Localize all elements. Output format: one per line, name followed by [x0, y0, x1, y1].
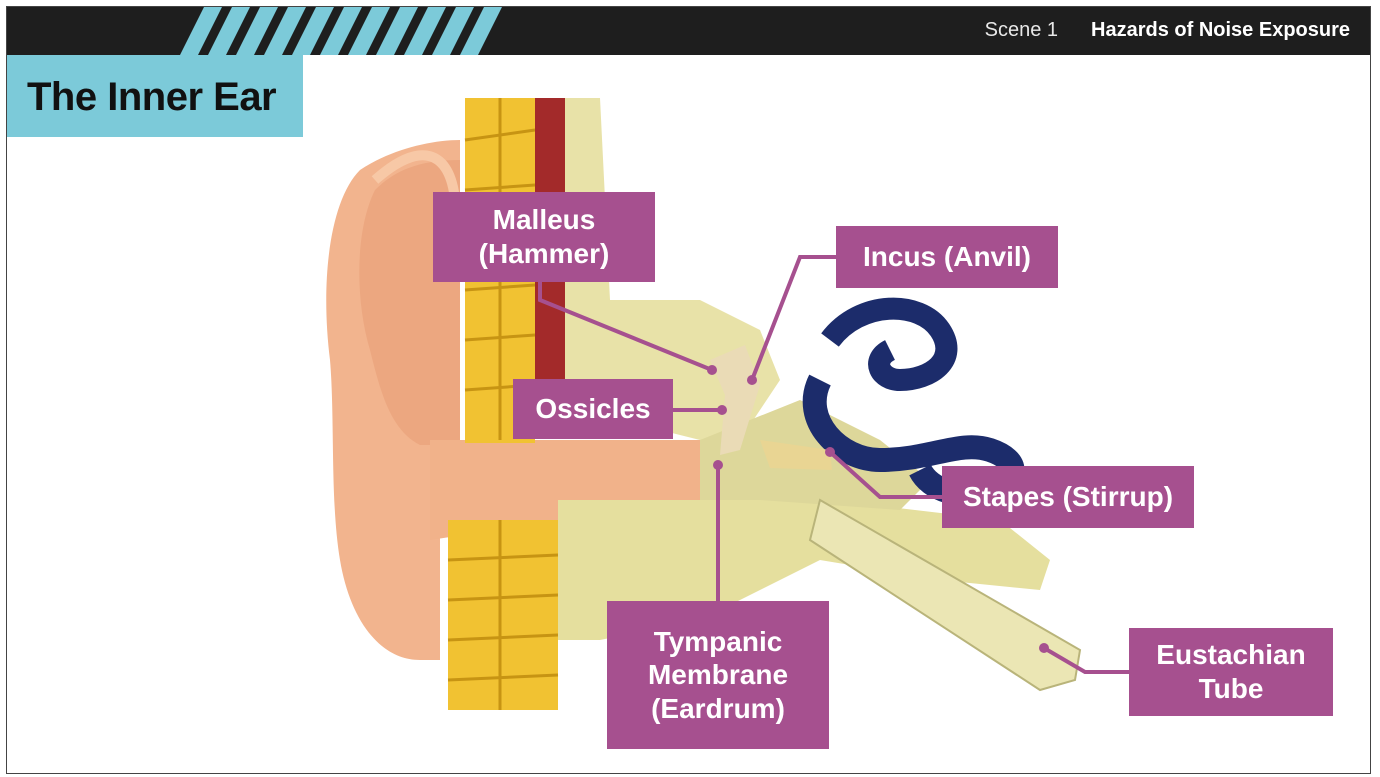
label-tympanic-membrane: Tympanic Membrane (Eardrum): [607, 601, 829, 749]
label-incus: Incus (Anvil): [836, 226, 1058, 288]
label-stapes: Stapes (Stirrup): [942, 466, 1194, 528]
label-ossicles: Ossicles: [513, 379, 673, 439]
label-malleus: Malleus (Hammer): [433, 192, 655, 282]
label-eustachian-tube: Eustachian Tube: [1129, 628, 1333, 716]
